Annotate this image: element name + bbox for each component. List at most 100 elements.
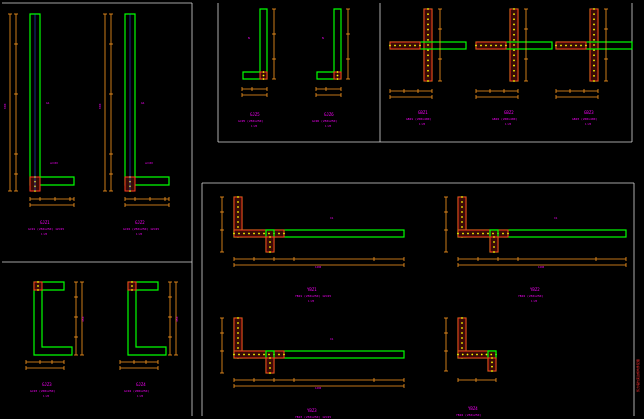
panel-caption: GJZ2 (250x250) 1ZJ25	[123, 227, 159, 231]
rebar-dot	[461, 201, 463, 203]
rebar-dot	[269, 372, 271, 374]
rebar-dot	[513, 33, 515, 36]
rebar-dot	[513, 28, 515, 31]
rebar-dot	[466, 353, 469, 356]
rebar-dot	[513, 23, 515, 26]
rebar-dot	[476, 353, 478, 356]
rebar-dot	[575, 44, 577, 47]
rebar-dot	[131, 285, 133, 287]
rebar-dot	[237, 347, 239, 349]
rebar-dot	[500, 44, 502, 47]
bar-note: 1S	[554, 216, 558, 220]
rebar-dot	[427, 74, 429, 77]
rebar-dot	[427, 38, 429, 41]
rebar-dot	[513, 8, 515, 10]
panel-label: GJZ5	[250, 112, 260, 117]
panel-label: GJZ2	[135, 220, 145, 225]
rebar-zone	[487, 357, 497, 372]
bar-note: G1	[46, 101, 50, 105]
rebar-dot	[131, 289, 133, 291]
rebar-dot	[427, 23, 429, 26]
rebar-dot	[482, 232, 484, 235]
bar-note: a=150	[145, 161, 153, 165]
rebar-dot	[243, 232, 245, 235]
rebar-dot	[37, 289, 39, 291]
rebar-dot	[570, 44, 572, 47]
rebar-dot	[243, 353, 245, 356]
panel-scale: 1:25	[308, 299, 315, 303]
rebar-dot	[427, 13, 429, 16]
rebar-dot	[495, 44, 497, 47]
rebar-dot	[389, 44, 391, 47]
rebar-dot	[262, 71, 265, 73]
rebar-dot	[461, 322, 463, 324]
rebar-dot	[427, 44, 429, 46]
wall-outline	[29, 13, 75, 186]
rebar-dot	[555, 44, 557, 47]
dim-text: 600	[98, 103, 102, 109]
panel-label: GJZ6	[324, 112, 334, 117]
rebar-dot	[480, 353, 483, 356]
rebar-dot	[593, 33, 595, 36]
rebar-dot	[493, 251, 495, 253]
rebar-dot	[513, 74, 515, 77]
rebar-dot	[491, 357, 493, 359]
rebar-dot	[37, 285, 39, 287]
rebar-dot	[269, 246, 271, 248]
panel-caption: GJZ6 (250x250)	[312, 119, 337, 123]
bar-note: 1S	[330, 216, 334, 220]
rebar-dot	[513, 18, 515, 21]
rebar-dot	[37, 281, 39, 283]
rebar-dot	[485, 44, 487, 47]
panel-caption: GBZ2 (200x400)	[492, 117, 517, 121]
rebar-dot	[593, 64, 595, 67]
rebar-dot	[593, 13, 595, 16]
rebar-dot	[457, 232, 459, 235]
dim-text: 1200	[315, 386, 322, 390]
rebar-dot	[480, 44, 482, 47]
rebar-dot	[493, 246, 495, 248]
panel-caption: GBZ3 (200x400)	[572, 117, 597, 121]
rebar-dot	[238, 232, 240, 235]
rebar-dot	[427, 28, 429, 31]
rebar-dot	[461, 353, 464, 356]
rebar-dot	[580, 44, 582, 47]
rebar-dot	[513, 80, 515, 82]
rebar-dot	[248, 232, 250, 235]
panel-label: YBZ1	[307, 287, 317, 292]
rebar-dot	[262, 74, 265, 77]
rebar-dot	[278, 232, 280, 235]
panel-label: GJZ3	[42, 382, 52, 387]
panel-scale: 1:25	[251, 124, 258, 128]
rebar-dot	[472, 232, 474, 235]
rebar-dot	[268, 232, 270, 235]
rebar-dot	[593, 44, 595, 46]
dim-text: 350	[175, 316, 179, 322]
rebar-dot	[513, 13, 515, 16]
rebar-dot	[237, 337, 239, 339]
rebar-dot	[427, 64, 429, 67]
rebar-dot	[457, 353, 459, 356]
rebar-dot	[414, 44, 416, 47]
panel-scale: 1:25	[531, 299, 538, 303]
wall-outline	[124, 13, 170, 186]
rebar-dot	[490, 353, 493, 356]
panel-scale: 1:25	[136, 232, 143, 236]
rebar-dot	[237, 201, 239, 203]
wall-outline	[127, 281, 167, 356]
rebar-dot	[513, 59, 515, 62]
rebar-dot	[237, 317, 239, 319]
rebar-dot	[237, 206, 239, 208]
panel-label: GJZ4	[136, 382, 146, 387]
rebar-dot	[461, 221, 463, 223]
rebar-dot	[427, 54, 429, 57]
rebar-dot	[491, 370, 493, 372]
panel-scale: 1:25	[419, 122, 426, 126]
rebar-dot	[593, 80, 595, 82]
rebar-dot	[278, 353, 280, 356]
panel-caption: YBZ1 (250x250) 1ZJ25	[295, 294, 331, 298]
rebar-dot	[593, 38, 595, 41]
rebar-dot	[419, 44, 421, 47]
rebar-dot	[461, 342, 463, 344]
